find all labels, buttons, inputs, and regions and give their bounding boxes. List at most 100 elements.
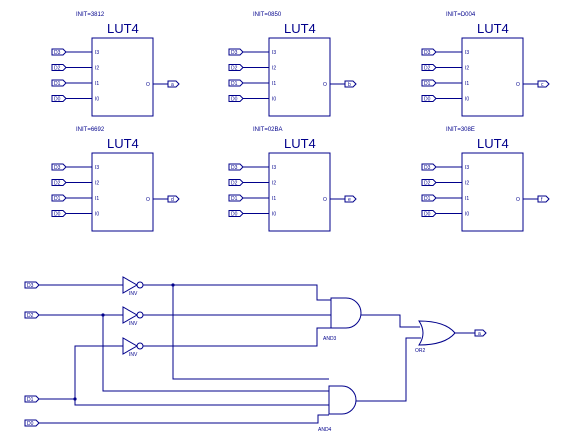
lut-box [91,152,154,232]
inverter-2: INV [122,306,144,327]
lut-output-e-tag [344,195,357,203]
lut-input-d0-label: D0 [231,97,238,103]
wire-10 [39,414,329,424]
lut-input-d3-label: D3 [231,165,238,171]
lut-input-d2-tag [421,64,437,71]
wire-8 [74,345,123,399]
and3-label: AND3 [323,336,337,342]
wire-junction [171,283,175,287]
lut-input-d3-tag [51,163,67,171]
lut-input-d2-tag [228,179,244,186]
lut-input-d2-label: D2 [424,181,431,187]
lut-output-c-label: c [541,82,544,88]
inverter-bubble [136,342,144,350]
lut-pin-label: I0 [272,212,276,218]
lut-input-d3-label: D3 [54,50,61,56]
lut-input-d2-label: D2 [54,66,61,72]
or2-gate [418,320,456,346]
inverter-bubble [136,281,144,289]
lut-box [461,152,524,232]
lut-pin-label: I3 [465,165,469,171]
circuit-output-a-tag [474,329,487,337]
lut-input-d1-tag [421,79,437,87]
lut-output-c-tag [537,80,550,88]
circuit-output-a-label: a [478,331,481,337]
lut-pin-label: I0 [95,212,99,218]
lut-input-d3-label: D3 [424,165,431,171]
circuit-input-d1-label: D1 [27,397,34,403]
inverter-3: INV [122,337,144,358]
lut-input-d1-tag [51,194,67,202]
lut-input-d2-label: D2 [231,66,238,72]
lut-out-pin-label: O [516,197,520,203]
lut-pin-label: I0 [465,212,469,218]
lut-input-d1-label: D1 [424,81,431,87]
lut-pin-label: I2 [465,66,469,72]
lut-input-d1-label: D1 [54,196,61,202]
lut-input-d0-tag [51,210,67,217]
lut-input-d2-label: D2 [231,181,238,187]
inverter-label: INV [129,352,138,358]
lut-out-pin-label: O [516,82,520,88]
lut-input-d1-label: D1 [231,81,238,87]
lut-input-d3-tag [228,48,244,56]
lut-input-d2-tag [51,64,67,71]
lut-pin-label: I1 [272,81,276,87]
lut-box [91,37,154,117]
lut-input-d1-tag [421,194,437,202]
inverter-label: INV [129,321,138,327]
lut-pin-label: I2 [465,181,469,187]
lut-pin-label: I1 [465,81,469,87]
circuit-input-d0-label: D0 [27,421,34,427]
lut-pin-label: I2 [272,66,276,72]
lut-pin-label: I3 [272,165,276,171]
lut-input-d0-tag [228,210,244,217]
lut-input-d1-tag [228,194,244,202]
lut-pin-label: I3 [272,50,276,56]
lut-pin-label: I0 [465,97,469,103]
lut-input-d0-tag [421,210,437,217]
lut-input-d3-label: D3 [231,50,238,56]
lut-init-label: INIT=0850 [253,12,282,18]
lut-input-d1-label: D1 [424,196,431,202]
circuit-input-d0-tag [24,419,40,427]
lut-input-d2-label: D2 [424,66,431,72]
lut-output-d-tag [167,195,180,203]
lut-pin-label: I1 [95,81,99,87]
circuit-input-d2-label: D2 [27,313,34,319]
lut-output-e-label: e [348,197,351,203]
lut-output-a-tag [167,80,180,88]
lut-init-label: INIT=02BA [253,127,283,133]
lut-output-f-tag [537,195,550,203]
lut-title: LUT4 [107,136,139,151]
lut-input-d0-tag [228,95,244,102]
wire-9 [39,398,329,406]
and3-gate [330,297,362,329]
lut-init-label: INIT=6692 [76,127,105,133]
lut-output-b-label: b [348,82,351,88]
wire-11 [361,314,420,328]
wire-12 [356,337,421,402]
lut-output-a-label: a [171,82,174,88]
lut-box [268,152,331,232]
circuit-input-d2-tag [24,311,40,319]
lut-output-d-label: d [171,197,174,203]
lut-input-d1-tag [51,79,67,87]
lut-input-d0-label: D0 [424,97,431,103]
wire-6 [102,315,329,392]
lut-input-d1-label: D1 [231,196,238,202]
lut-pin-label: I1 [465,196,469,202]
lut-input-d0-label: D0 [231,212,238,218]
lut-init-label: INIT=3812 [76,12,105,18]
lut-input-d3-tag [228,163,244,171]
lut-pin-label: I3 [465,50,469,56]
lut-input-d0-label: D0 [54,97,61,103]
lut-title: LUT4 [284,136,316,151]
circuit-input-d1-tag [24,395,40,403]
lut-input-d3-tag [51,48,67,56]
or2-label: OR2 [415,348,426,354]
